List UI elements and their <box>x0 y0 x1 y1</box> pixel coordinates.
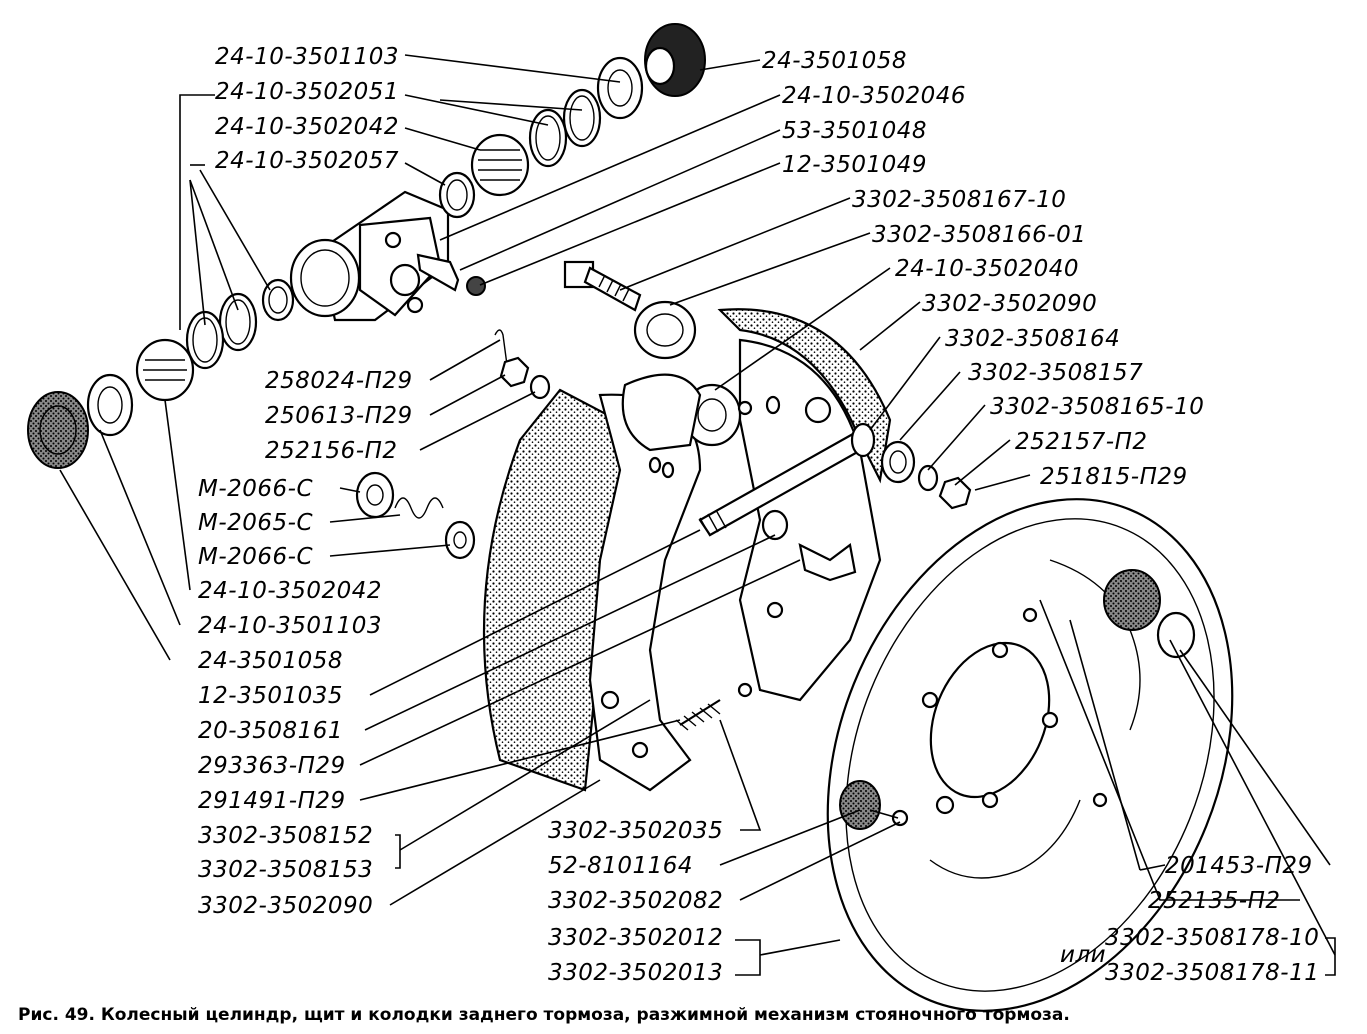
label-bottom-center-1: 3302-3502035 <box>548 818 723 844</box>
label-left-19: 3302-3508153 <box>198 857 373 883</box>
lower-piston-set <box>27 278 295 469</box>
or-word: или <box>1060 942 1106 968</box>
upper-piston-set <box>438 23 706 219</box>
label-left-3: 24-10-3502042 <box>215 114 399 140</box>
label-left-8: М-2066-С <box>198 476 313 502</box>
label-left-11: 24-10-3502042 <box>198 578 382 604</box>
label-left-17: 291491-П29 <box>198 788 346 814</box>
label-right-8: 3302-3502090 <box>922 291 1097 317</box>
label-right-3: 53-3501048 <box>782 118 927 144</box>
labels-left: 24-10-3501103 24-10-3502051 24-10-350204… <box>198 44 413 919</box>
label-bottom-center-2: 52-8101164 <box>548 853 693 879</box>
label-left-13: 24-3501058 <box>198 648 343 674</box>
label-right-4: 12-3501049 <box>782 152 927 178</box>
label-bottom-right-2: 252135-П2 <box>1148 888 1281 914</box>
label-left-4: 24-10-3502057 <box>215 148 399 174</box>
wheel-cylinder <box>289 190 486 322</box>
label-left-7: 252156-П2 <box>265 438 398 464</box>
label-left-1: 24-10-3501103 <box>215 44 399 70</box>
label-bottom-right-4: 3302-3508178-11 <box>1105 960 1319 986</box>
label-left-9: М-2065-С <box>198 510 313 536</box>
label-right-6: 3302-3508166-01 <box>872 222 1086 248</box>
label-right-5: 3302-3508167-10 <box>852 187 1066 213</box>
label-left-10: М-2066-С <box>198 544 313 570</box>
label-left-14: 12-3501035 <box>198 683 343 709</box>
label-left-2: 24-10-3502051 <box>215 79 399 105</box>
shoe-anchor-pin <box>563 260 781 479</box>
label-right-7: 24-10-3502040 <box>895 256 1079 282</box>
label-right-1: 24-3501058 <box>762 48 907 74</box>
label-bottom-right-1: 201453-П29 <box>1165 853 1313 879</box>
label-right-2: 24-10-3502046 <box>782 83 966 109</box>
leader-lines <box>59 54 1336 976</box>
label-right-13: 251815-П29 <box>1040 464 1188 490</box>
label-right-12: 252157-П2 <box>1015 429 1148 455</box>
label-left-15: 20-3508161 <box>198 718 343 744</box>
label-right-11: 3302-3508165-10 <box>990 394 1204 420</box>
labels-bottom-right: 201453-П29 252135-П2 3302-3508178-10 или… <box>1060 853 1319 986</box>
cotter-pin-and-nut <box>494 329 551 400</box>
label-left-16: 293363-П29 <box>198 753 346 779</box>
label-left-18: 3302-3508152 <box>198 823 373 849</box>
label-left-6: 250613-П29 <box>265 403 413 429</box>
label-bottom-center-4: 3302-3502012 <box>548 925 723 951</box>
label-bottom-center-3: 3302-3502082 <box>548 888 723 914</box>
brake-shoe-rear <box>717 308 892 702</box>
spring-and-cups <box>355 471 476 560</box>
labels-right: 24-3501058 24-10-3502046 53-3501048 12-3… <box>762 48 1204 490</box>
label-left-5: 258024-П29 <box>265 368 413 394</box>
brake-shoe-front <box>482 388 702 792</box>
label-bottom-center-5: 3302-3502013 <box>548 960 723 986</box>
labels-bottom-center: 3302-3502035 52-8101164 3302-3502082 330… <box>548 818 723 986</box>
label-bottom-right-3: 3302-3508178-10 <box>1105 925 1319 951</box>
parking-brake-rod <box>675 422 972 731</box>
label-right-10: 3302-3508157 <box>968 360 1143 386</box>
label-right-9: 3302-3508164 <box>945 326 1120 352</box>
figure-caption: Рис. 49. Колесный целиндр, щит и колодки… <box>18 1005 1070 1025</box>
label-left-12: 24-10-3501103 <box>198 613 382 639</box>
backing-plate <box>826 498 1234 1012</box>
label-left-20: 3302-3502090 <box>198 893 373 919</box>
